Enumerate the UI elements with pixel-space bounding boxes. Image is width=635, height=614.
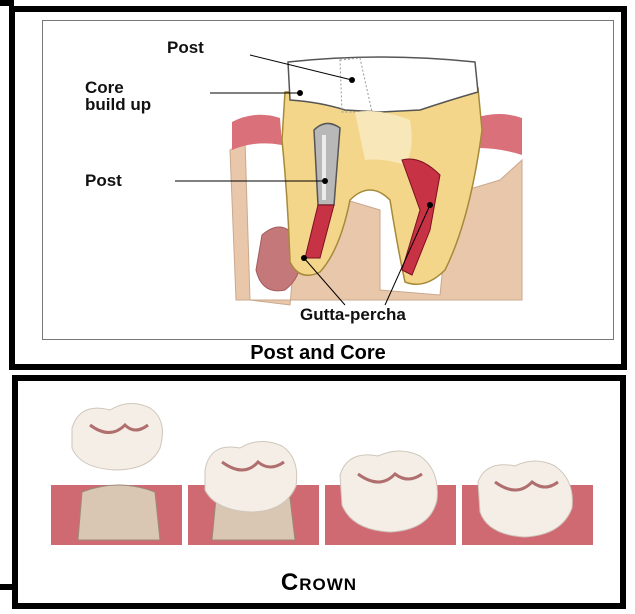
pointer-dot [322, 178, 328, 184]
pointer-dot [297, 90, 303, 96]
post-highlight [322, 135, 326, 200]
pointer-dot [301, 255, 307, 261]
tooth-cross-section [175, 55, 522, 305]
prepared-tooth [78, 485, 160, 540]
pointer-dot [427, 202, 433, 208]
gutta-percha-label: Gutta-percha [300, 305, 406, 324]
post-and-core-caption: Post and Core [9, 342, 627, 365]
crown-caption: Crown [12, 569, 626, 597]
crown-sequence [51, 403, 593, 545]
floating-crown [72, 403, 162, 470]
pointer-dot [349, 77, 355, 83]
finished-tooth [478, 461, 572, 537]
core-label-line2: build up [85, 95, 151, 114]
crowned-tooth [340, 451, 437, 532]
post-label-side: Post [85, 171, 122, 190]
gum [232, 115, 282, 150]
post-label-top: Post [167, 38, 204, 57]
crown [205, 441, 297, 512]
